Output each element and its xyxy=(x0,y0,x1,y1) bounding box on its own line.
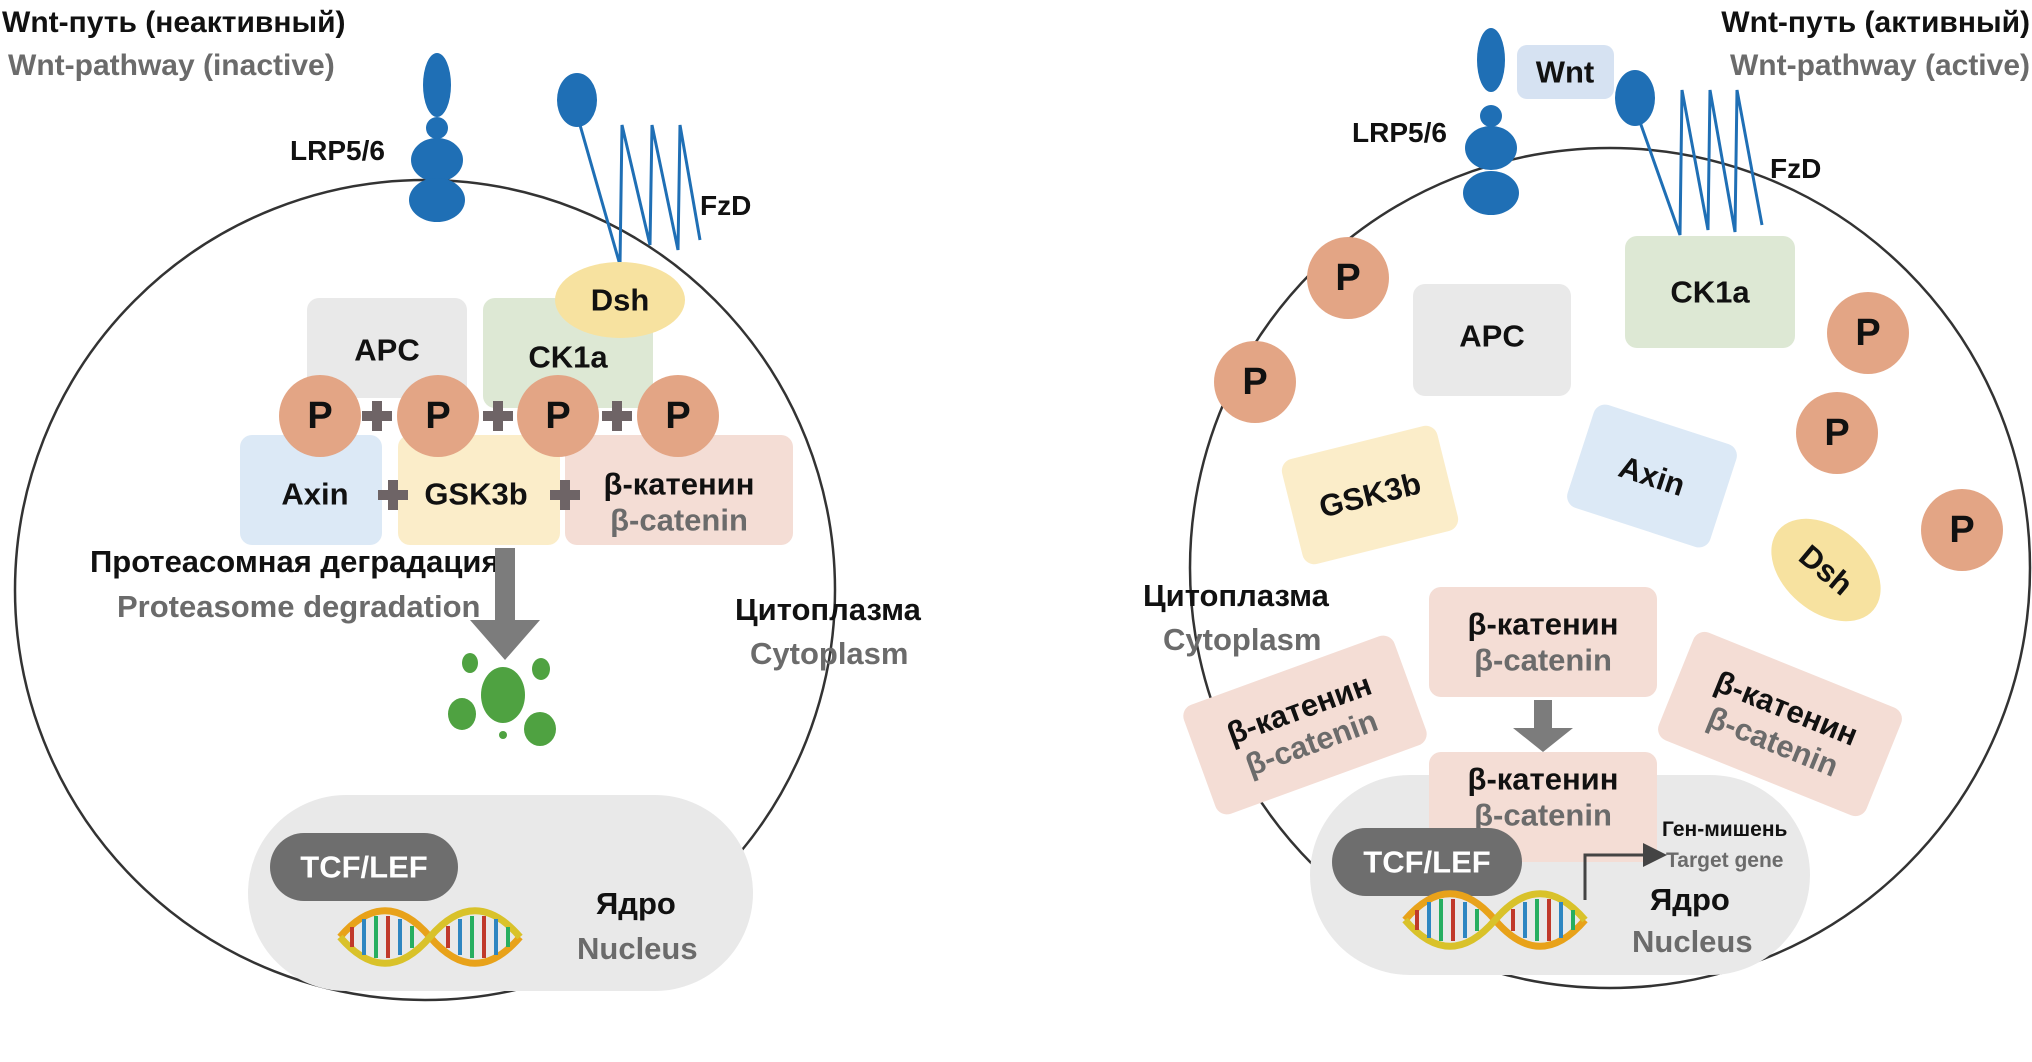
active-fzd-receptor xyxy=(1615,70,1764,236)
inactive-tcf-lef xyxy=(270,833,458,901)
active-target-ru: Ген-мишень xyxy=(1662,818,1788,841)
phosphate-label: P xyxy=(1824,412,1849,454)
inactive-catenin-label-ru: β-катенин xyxy=(604,467,755,502)
active-phosphates: P P P P P xyxy=(1214,237,2003,571)
phosphate-label: P xyxy=(425,395,450,437)
inactive-title-en: Wnt-pathway (inactive) xyxy=(8,49,335,82)
inactive-ck1a-label: CK1a xyxy=(528,340,608,375)
inactive-catenin-box xyxy=(565,435,793,545)
inactive-lrp-label: LRP5/6 xyxy=(290,135,385,166)
active-catenin-label-en: β-catenin xyxy=(1474,643,1612,678)
phosphate-label: P xyxy=(665,395,690,437)
inactive-dsh-label: Dsh xyxy=(591,283,650,318)
active-catenin-label-ru: β-катенин xyxy=(1468,607,1619,642)
inactive-apc-label: APC xyxy=(354,333,419,368)
inactive-dsh-oval xyxy=(555,262,685,338)
inactive-fzd-receptor xyxy=(557,73,702,266)
plus-icon xyxy=(378,480,408,510)
active-catenin-label-en: β-catenin xyxy=(1474,798,1612,833)
active-ck1a-label: CK1a xyxy=(1670,275,1750,310)
inactive-phosphates: P P P P xyxy=(279,375,719,457)
active-translocation-arrow xyxy=(1513,700,1573,752)
inactive-nucleus-ru: Ядро xyxy=(596,886,676,921)
inactive-title-ru: Wnt-путь (неактивный) xyxy=(2,6,346,39)
active-target-en: Target gene xyxy=(1666,849,1783,872)
active-apc-label: APC xyxy=(1459,319,1524,354)
phosphate-label: P xyxy=(307,395,332,437)
active-title-en: Wnt-pathway (active) xyxy=(1730,49,2030,82)
inactive-nucleus-en: Nucleus xyxy=(577,931,698,966)
phosphate-label: P xyxy=(1855,312,1880,354)
plus-icon xyxy=(362,401,392,431)
active-ck1a-box xyxy=(1625,236,1795,348)
plus-icon xyxy=(602,401,632,431)
inactive-apc-box xyxy=(307,298,467,398)
inactive-cytoplasm-en: Cytoplasm xyxy=(750,636,908,671)
inactive-axin-box xyxy=(240,435,382,545)
active-wnt-ligand xyxy=(1517,45,1614,99)
active-apc-box xyxy=(1413,284,1571,396)
inactive-gsk3b-box xyxy=(398,435,560,545)
inactive-axin-label: Axin xyxy=(281,477,348,512)
inactive-catenin-label-en: β-catenin xyxy=(610,503,748,538)
active-cytoplasm-en: Cytoplasm xyxy=(1163,622,1321,657)
inactive-degradation-en: Proteasome degradation xyxy=(117,589,480,624)
active-title-ru: Wnt-путь (активный) xyxy=(1721,6,2030,39)
inactive-tcf-label: TCF/LEF xyxy=(300,850,427,885)
active-fzd-label: FzD xyxy=(1770,153,1821,184)
inactive-cytoplasm-ru: Цитоплазма xyxy=(735,592,922,627)
active-tcf-label: TCF/LEF xyxy=(1363,845,1490,880)
active-lrp-label: LRP5/6 xyxy=(1352,117,1447,148)
inactive-degradation-ru: Протеасомная деградация xyxy=(90,544,500,579)
active-transcription-arrow xyxy=(1583,843,1667,900)
inactive-fzd-label: FzD xyxy=(700,190,751,221)
active-axin-box: Axin xyxy=(1567,404,1737,548)
inactive-degradation-fragments xyxy=(448,653,556,746)
active-nucleus-en: Nucleus xyxy=(1632,924,1753,959)
active-nucleus-ru: Ядро xyxy=(1650,882,1730,917)
phosphate-label: P xyxy=(545,395,570,437)
active-catenin-box-cyto xyxy=(1429,587,1657,697)
phosphate-label: P xyxy=(1949,509,1974,551)
inactive-panel: Wnt-путь (неактивный) Wnt-pathway (inact… xyxy=(2,6,922,1002)
inactive-lrp-receptor xyxy=(409,53,465,222)
inactive-gsk3b-label: GSK3b xyxy=(424,477,527,512)
plus-icon xyxy=(550,480,580,510)
plus-icon xyxy=(483,401,513,431)
inactive-degradation-arrow xyxy=(470,548,540,660)
active-dsh-oval: Dsh xyxy=(1771,518,1881,622)
phosphate-label: P xyxy=(1242,361,1267,403)
active-tcf-lef xyxy=(1332,828,1522,896)
active-catenin-label-ru: β-катенин xyxy=(1468,762,1619,797)
active-panel: Wnt-путь (активный) Wnt-pathway (active)… xyxy=(1143,6,2032,990)
active-gsk3b-box: GSK3b xyxy=(1281,425,1459,565)
active-cytoplasm-ru: Цитоплазма xyxy=(1143,578,1330,613)
active-lrp-receptor xyxy=(1463,28,1519,215)
phosphate-label: P xyxy=(1335,257,1360,299)
inactive-plus-signs xyxy=(362,401,632,510)
active-wnt-label: Wnt xyxy=(1536,55,1595,90)
